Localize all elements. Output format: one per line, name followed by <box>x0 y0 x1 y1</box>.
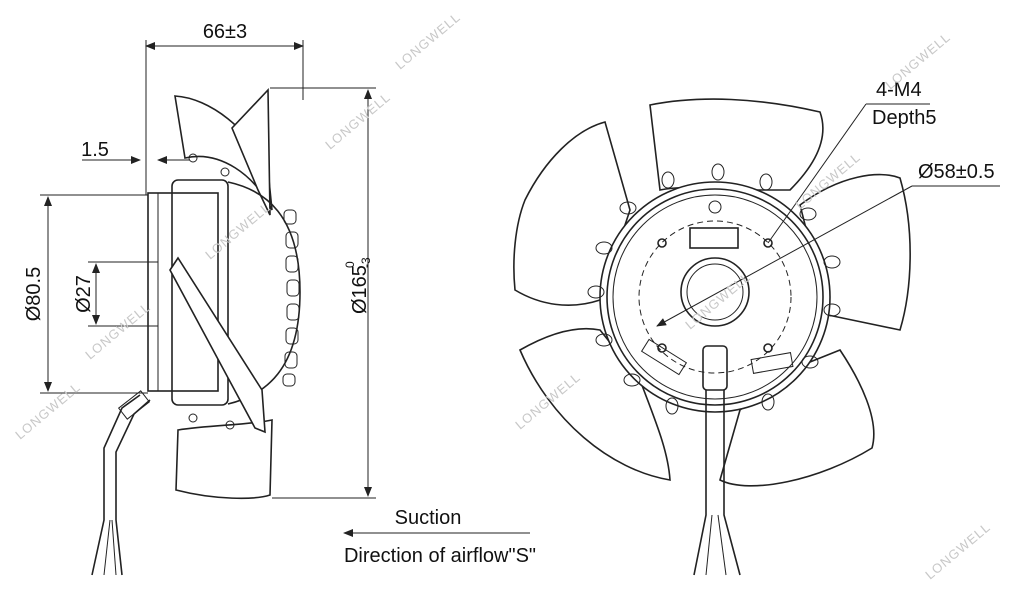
dim-shaft-diameter: Ø27 <box>73 275 95 313</box>
dim-fan-diameter-sub: -3 <box>359 257 373 268</box>
dim-blade-offset: 1.5 <box>81 139 109 161</box>
dim-mount-holes: 4-M4 <box>876 79 922 101</box>
side-hub-ring <box>157 192 173 392</box>
side-view <box>91 88 301 576</box>
front-shaft-inner <box>686 263 744 321</box>
side-dimensions: 66±3 1.5 Ø80.5 Ø27 Ø165 0 -3 <box>23 21 376 499</box>
dim-width: 66±3 <box>203 21 247 43</box>
front-cable-wire-1 <box>705 514 713 576</box>
airflow-label: Suction <box>395 507 462 529</box>
side-cable-outer-left <box>91 394 141 576</box>
front-mount-holes <box>657 238 773 353</box>
ground-icon <box>708 200 722 214</box>
front-cable-left <box>693 390 707 576</box>
front-blade-left <box>513 121 631 306</box>
front-blade-bottom-left <box>518 327 671 481</box>
front-label-plate <box>689 227 739 249</box>
front-hub-inner-ring <box>612 194 818 400</box>
side-cable-outer-right <box>115 399 151 576</box>
front-hub-ring <box>606 188 824 406</box>
side-hub-body <box>147 192 219 392</box>
airflow-caption: Direction of airflow"S" <box>344 545 536 567</box>
dim-fan-diameter-sup: 0 <box>343 261 357 268</box>
front-cable-gland <box>702 345 728 391</box>
watermark-3: LONGWELL <box>202 199 273 262</box>
side-bottom-blade <box>175 418 273 500</box>
front-bolt-circle <box>638 220 792 374</box>
airflow-indicator: Suction Direction of airflow"S" <box>343 507 536 567</box>
side-vent-slots <box>282 209 300 387</box>
front-tag-left <box>640 338 688 376</box>
side-cable-wire-2 <box>111 519 117 576</box>
front-blade-top <box>649 98 824 191</box>
side-mid-blade <box>169 256 266 434</box>
watermark-1: LONGWELL <box>392 9 463 72</box>
front-rim-lugs <box>587 163 841 415</box>
front-cable-wire-2 <box>717 514 727 576</box>
side-rivets <box>188 153 235 430</box>
watermark-10: LONGWELL <box>922 519 993 582</box>
dim-hub-diameter: Ø80.5 <box>23 267 45 321</box>
side-rotor <box>171 179 229 406</box>
dim-bolt-circle: Ø58±0.5 <box>918 161 995 183</box>
side-top-blade-tip <box>231 88 271 216</box>
front-view <box>513 98 911 576</box>
front-shaft <box>680 257 750 327</box>
dim-mount-depth: Depth5 <box>872 107 937 129</box>
dim-fan-diameter: Ø165 0 -3 <box>343 257 373 314</box>
watermark-2: LONGWELL <box>322 89 393 152</box>
front-blade-bottom-right <box>719 349 875 487</box>
dim-fan-diameter-base: Ø165 <box>349 265 371 314</box>
side-cable-wire <box>103 519 111 576</box>
side-cable-gland <box>117 390 151 420</box>
front-cable-right <box>723 390 741 576</box>
front-dimensions: 4-M4 Depth5 Ø58±0.5 <box>656 79 1000 327</box>
front-tag-right <box>750 352 794 374</box>
